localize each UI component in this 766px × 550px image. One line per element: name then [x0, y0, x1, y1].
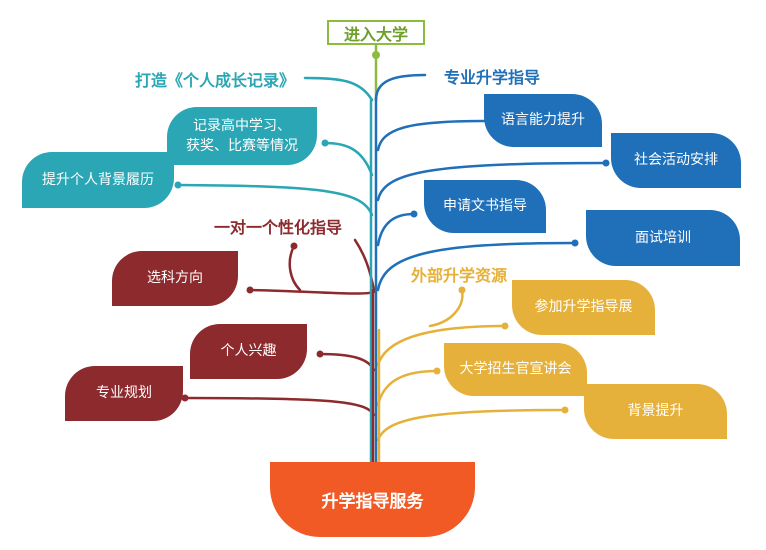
branch-blue-2	[376, 161, 608, 202]
branch-red-curl	[288, 244, 302, 292]
branch-blue-1	[376, 119, 486, 152]
heading-record: 打造《个人成长记录》	[135, 71, 296, 90]
dot-teal-2	[174, 181, 182, 189]
leaf-blue-3: 申请文书指导	[424, 180, 546, 233]
heading-personal: 一对一个性化指导	[214, 218, 343, 237]
leaf-gold-1: 参加升学指导展	[512, 280, 655, 335]
dot-blue-4	[571, 239, 579, 247]
leaf-red-2: 个人兴趣	[190, 324, 307, 379]
root-node: 升学指导服务	[270, 462, 475, 537]
leaf-gold-3: 背景提升	[584, 384, 727, 439]
dot-gold-curl	[458, 286, 466, 294]
branch-teal-2	[176, 183, 374, 217]
trunk-blue	[374, 73, 427, 102]
dot-gold-2	[433, 367, 441, 375]
dot-gold-1	[501, 322, 509, 330]
leaf-blue-4: 面试培训	[586, 210, 740, 266]
branch-red-head	[353, 238, 376, 292]
branch-red-1	[248, 288, 376, 295]
top-label: 进入大学	[327, 20, 425, 45]
branch-teal-1	[323, 141, 374, 177]
dot-gold-3	[561, 406, 569, 414]
leaf-red-3: 专业规划	[65, 366, 183, 421]
branch-gold-curl	[428, 288, 464, 328]
branch-gold-1	[376, 324, 507, 367]
heading-major: 专业升学指导	[444, 68, 541, 87]
branch-blue-3	[376, 212, 416, 247]
dot-blue-2	[602, 159, 610, 167]
leaf-blue-2: 社会活动安排	[611, 133, 741, 188]
leaf-teal-2: 提升个人背景履历	[22, 152, 174, 208]
dot-red-3	[181, 394, 189, 402]
branch-gold-3	[376, 408, 567, 442]
stem-top-dot	[372, 51, 380, 59]
dot-red-1	[246, 286, 254, 294]
leaf-gold-2: 大学招生官宣讲会	[444, 343, 587, 396]
dot-blue-3	[410, 210, 418, 218]
leaf-red-1: 选科方向	[112, 251, 238, 306]
branch-record	[303, 76, 374, 102]
leaf-teal-1: 记录高中学习、 获奖、比赛等情况	[167, 107, 317, 165]
heading-external: 外部升学资源	[411, 266, 508, 285]
leaf-blue-1: 语言能力提升	[484, 94, 602, 147]
branch-gold-2	[376, 369, 439, 407]
branch-red-3	[183, 396, 376, 417]
dot-red-2	[316, 350, 324, 358]
dot-red-curl	[290, 242, 298, 250]
branch-red-2	[318, 352, 376, 372]
dot-teal-1	[321, 139, 329, 147]
branch-blue-4	[376, 241, 577, 292]
